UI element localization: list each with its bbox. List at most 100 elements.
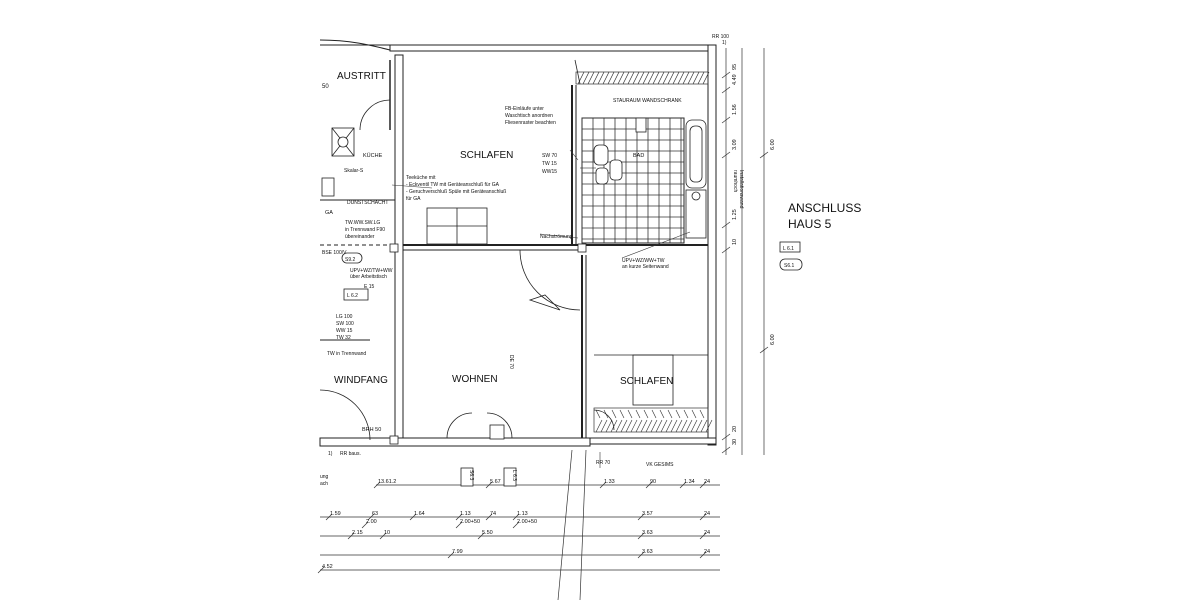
hatch-line	[691, 409, 697, 419]
tag-l61: L 6.1	[783, 246, 794, 252]
room-bad: BAD	[633, 153, 644, 159]
note-e15: E 15	[364, 284, 375, 290]
label-ga: GA	[325, 210, 333, 216]
dim-label-right: 95	[732, 64, 738, 70]
room-wohnen: WOHNEN	[452, 374, 498, 385]
dim-tick	[512, 513, 520, 521]
note-stauraum: STAURAUM WANDSCHRANK	[613, 98, 682, 104]
dim-label-bottom: 2.00+50	[517, 519, 537, 525]
dim-label-bottom: 1.13	[460, 511, 471, 517]
dim-tick	[699, 551, 707, 559]
room-kueche: KÜCHE	[363, 152, 383, 159]
hatch-line	[675, 419, 683, 433]
hatch-line	[595, 419, 603, 433]
dim-label-right: 6.00	[770, 139, 776, 150]
dim-tick	[721, 86, 731, 94]
dim-tick	[455, 521, 463, 529]
dim-tick	[409, 513, 417, 521]
note-install-1: Installationswand	[738, 170, 744, 209]
note-upv-left-1: UPV+WZ/TW+WW	[350, 268, 393, 274]
hatch-line	[635, 419, 643, 433]
note-fb-1: FB-Einläufe unter	[505, 106, 544, 112]
dimension-lines-bottom	[320, 449, 720, 600]
note-vk-gesims: VK GESIMS	[646, 462, 674, 468]
hatch-line	[695, 419, 703, 433]
hatch-line	[611, 409, 617, 419]
dim-label-bottom: 24	[704, 511, 710, 517]
note-de70: DE 70	[508, 355, 514, 369]
note-rr100: RR 100	[712, 34, 729, 40]
dim-label-right: 10	[732, 239, 738, 245]
hatch-line	[607, 71, 615, 85]
ww-15-b: WW 15	[336, 328, 353, 334]
note-install-2: raumhoch	[732, 170, 738, 192]
hatch-line	[587, 71, 595, 85]
bathroom-fixtures	[593, 117, 707, 239]
note-upv-1: UPV+WZ/WW+TW	[622, 258, 665, 264]
dim-label-bottom: 1.64	[414, 511, 425, 517]
hatch-line	[637, 71, 645, 85]
hatch-line	[640, 419, 648, 433]
ww-15: WW15	[542, 169, 557, 175]
dim-label-bottom: 3.63	[642, 530, 653, 536]
tag-s63: S6.3	[468, 470, 474, 481]
room-schlafen-2: SCHLAFEN	[620, 376, 673, 387]
dim-tick	[367, 513, 375, 521]
dim-tick	[699, 532, 707, 540]
hatch-line	[677, 71, 685, 85]
dim-tick	[759, 346, 769, 354]
room-brh: BRH 50	[362, 427, 381, 433]
tag-s92: S9.2	[345, 257, 356, 263]
sw-100: SW 100	[336, 321, 354, 327]
hatch-line	[682, 71, 690, 85]
hatch-line	[622, 71, 630, 85]
dim-tick	[485, 513, 493, 521]
hatch-line	[665, 419, 673, 433]
hatch-line	[595, 409, 601, 419]
hatch-line	[612, 71, 620, 85]
dim-label-bottom: 5.67	[490, 479, 501, 485]
tag-l63: L 6.3	[511, 470, 517, 481]
hatch-line	[635, 409, 641, 419]
dim-tick	[721, 246, 731, 254]
note-fb-3: Fliesenraster beachten	[505, 120, 556, 126]
dim-label-bottom: 24	[704, 479, 710, 485]
note-twws-2: in Trennwand F90	[345, 227, 385, 233]
dim-label-bottom: 1.13	[517, 511, 528, 517]
hatch-line	[675, 409, 681, 419]
note-fb-2: Waschtisch anordnen	[505, 113, 553, 119]
dim-tick	[361, 521, 369, 529]
hatch-top-lines	[577, 71, 710, 85]
hatch-line	[602, 71, 610, 85]
hatch-line	[630, 419, 638, 433]
note-rr100-ref: 1)	[722, 40, 727, 46]
dim-label-bottom: 1.59	[330, 511, 341, 517]
note-upv-2: an kurze Seitenwand	[622, 264, 669, 270]
hatch-line	[620, 419, 628, 433]
hatch-line	[605, 419, 613, 433]
hatch-line	[667, 71, 675, 85]
hatch-line	[655, 419, 663, 433]
hatch-line	[697, 71, 705, 85]
hatch-line	[662, 71, 670, 85]
dim-tick	[721, 446, 731, 454]
hatch-line	[680, 419, 688, 433]
hatch-line	[650, 419, 658, 433]
austritt-number: 50	[322, 84, 329, 90]
leader-lines	[391, 149, 691, 468]
hatch-line	[642, 71, 650, 85]
hatch-line	[625, 419, 633, 433]
dim-label-bottom: 7.99	[452, 549, 463, 555]
dimension-ticks-bottom	[317, 481, 707, 574]
hatch-line	[660, 419, 668, 433]
hatch-line	[699, 409, 705, 419]
dim-label-bottom: 2.00+50	[460, 519, 480, 525]
hatch-line	[582, 71, 590, 85]
dim-tick	[599, 481, 607, 489]
dim-label-right: 6.00	[770, 334, 776, 345]
column-markers	[389, 243, 587, 445]
dim-label-bottom: 24	[704, 530, 710, 536]
hatch-line	[705, 419, 713, 433]
dim-tick	[721, 116, 731, 124]
